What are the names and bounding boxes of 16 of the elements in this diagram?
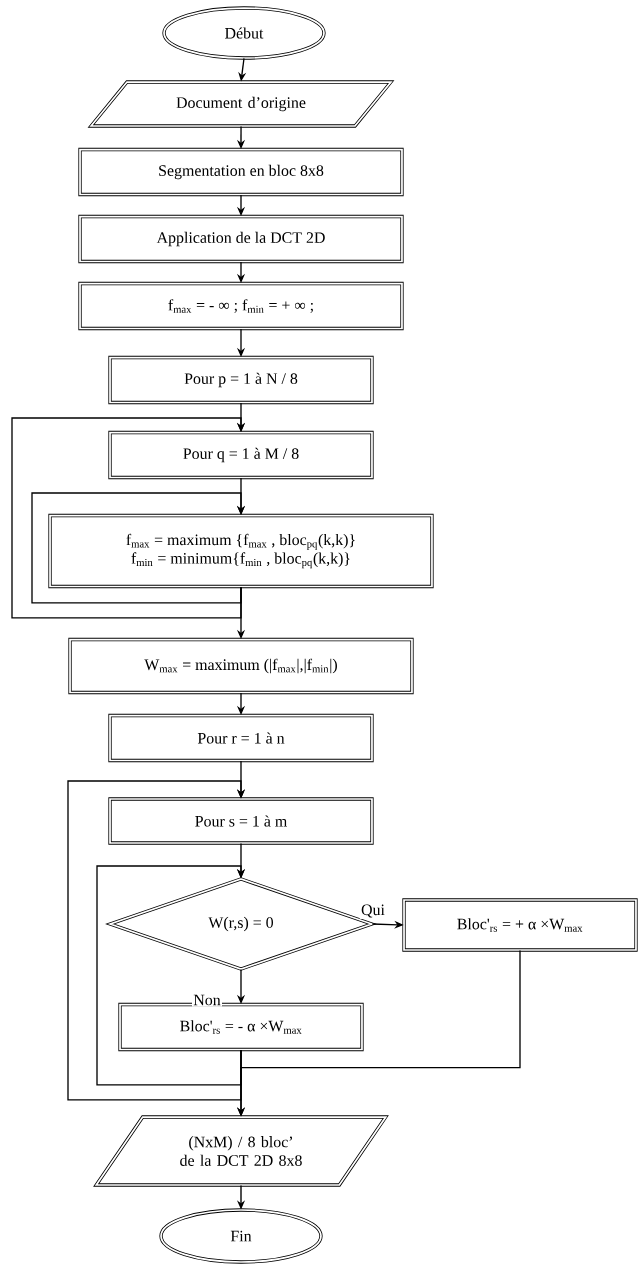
process-box: Application de la DCT 2D (78, 214, 404, 264)
process-box: f$_{max}$ = - ∞ ; f$_{min}$ = + ∞ ; (78, 281, 404, 331)
process-box: Pour r = 1 à n (108, 713, 374, 763)
arrow (11, 417, 246, 619)
arrow (31, 492, 246, 604)
edge-label: Qui (359, 903, 387, 919)
process-box: Pour p = 1 à N / 8 (108, 355, 374, 405)
arrow (96, 865, 246, 1086)
process-box: f$_{max}$ = maximum {f$_{max}$ , bloc$_{pq}$(k,k)} f$_{min}$ = minimum{f$_{min}$ , bloc$_{pq}$(k,k)} (48, 513, 434, 589)
process-box: Segmentation en bloc 8x8 (78, 147, 404, 197)
process-box: Pour q = 1 à M / 8 (108, 430, 374, 480)
process-box: Pour s = 1 à m (108, 797, 374, 845)
arrow (67, 780, 246, 1101)
process-box: W$_{max}$ = maximum (|f$_{max}$|,|f$_{min}$|) (68, 637, 414, 695)
edge-label: Non (191, 993, 223, 1007)
process-box: Bloc'$_{rs}$ = + α ×W$_{max}$ (402, 898, 638, 952)
